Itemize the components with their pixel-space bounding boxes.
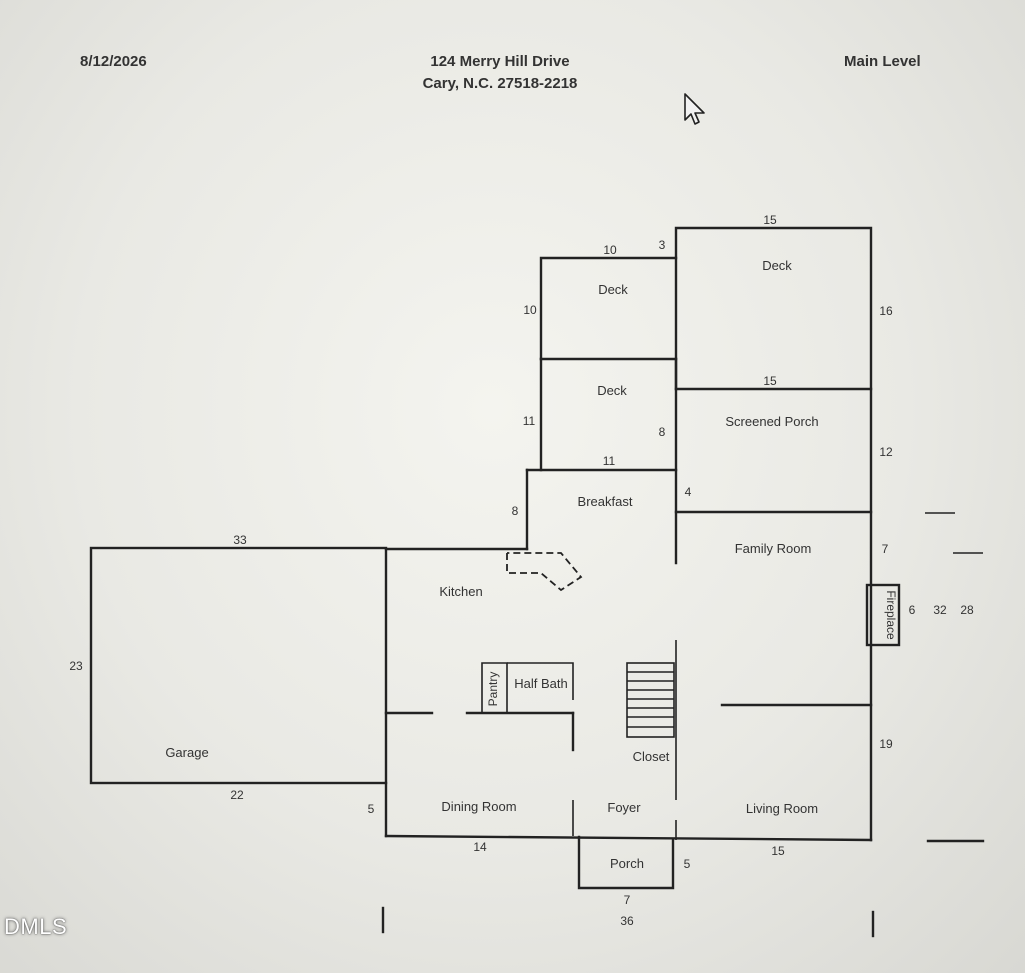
room-label-screened-porch: Screened Porch <box>725 414 818 429</box>
room-label-pantry: Pantry <box>486 672 500 707</box>
wall-upper-deck <box>539 226 873 842</box>
wall-garage <box>89 546 388 785</box>
fireplace <box>865 583 901 647</box>
dim-label: 7 <box>624 893 631 907</box>
plan-date: 8/12/2026 <box>80 53 147 70</box>
dim-label: 19 <box>879 737 893 751</box>
dim-label: 8 <box>659 425 666 439</box>
dim-label: 11 <box>523 414 536 428</box>
room-label-deck-upper-right: Deck <box>762 258 792 273</box>
wall-front <box>384 834 873 842</box>
address-line-2: Cary, N.C. 27518-2218 <box>422 75 578 92</box>
dim-label: 10 <box>523 303 537 317</box>
mls-watermark: DMLS <box>4 914 68 939</box>
address-line-1: 124 Merry Hill Drive <box>430 53 570 70</box>
dim-label: 6 <box>909 603 916 617</box>
room-label-closet: Closet <box>633 749 670 764</box>
room-label-dining-room: Dining Room <box>441 799 516 814</box>
room-label-fireplace: Fireplace <box>884 590 898 640</box>
staircase <box>626 662 675 738</box>
dim-label: 5 <box>368 802 375 816</box>
room-label-deck-upper-left: Deck <box>598 282 628 297</box>
dim-label: 14 <box>473 840 487 854</box>
dim-label: 7 <box>882 542 889 556</box>
room-label-garage: Garage <box>165 745 208 760</box>
dim-label: 32 <box>933 603 947 617</box>
dim-label: 16 <box>879 304 893 318</box>
room-label-porch: Porch <box>610 856 644 871</box>
dim-label: 36 <box>620 914 634 928</box>
mouse-pointer-icon <box>684 93 705 125</box>
room-label-deck-middle: Deck <box>597 383 627 398</box>
walls <box>89 226 873 890</box>
room-label-foyer: Foyer <box>607 800 641 815</box>
wall-half-bath <box>507 662 574 700</box>
room-label-family-room: Family Room <box>735 541 812 556</box>
room-label-kitchen: Kitchen <box>439 584 482 599</box>
stair-outline <box>626 662 675 738</box>
dim-label: 23 <box>69 659 83 673</box>
room-label-half-bath: Half Bath <box>514 676 567 691</box>
dim-label: 5 <box>684 857 691 871</box>
dim-label: 4 <box>685 485 692 499</box>
dim-label: 28 <box>960 603 974 617</box>
dim-label: 33 <box>233 533 247 547</box>
wall-pantry <box>481 662 508 713</box>
dim-label: 3 <box>659 238 666 252</box>
dim-label: 11 <box>603 454 616 468</box>
dim-label: 15 <box>763 374 777 388</box>
property-address: 124 Merry Hill Drive Cary, N.C. 27518-22… <box>400 51 600 95</box>
room-label-breakfast: Breakfast <box>578 494 633 509</box>
dim-label: 15 <box>763 213 777 227</box>
level-label: Main Level <box>844 53 921 70</box>
dim-label: 22 <box>230 788 244 802</box>
dim-label: 15 <box>771 844 785 858</box>
kitchen-island <box>506 552 583 592</box>
wall-porch <box>577 835 675 890</box>
dim-label: 12 <box>879 445 893 459</box>
dim-label: 8 <box>512 504 519 518</box>
dim-label: 10 <box>603 243 617 257</box>
room-label-living-room: Living Room <box>746 801 818 816</box>
